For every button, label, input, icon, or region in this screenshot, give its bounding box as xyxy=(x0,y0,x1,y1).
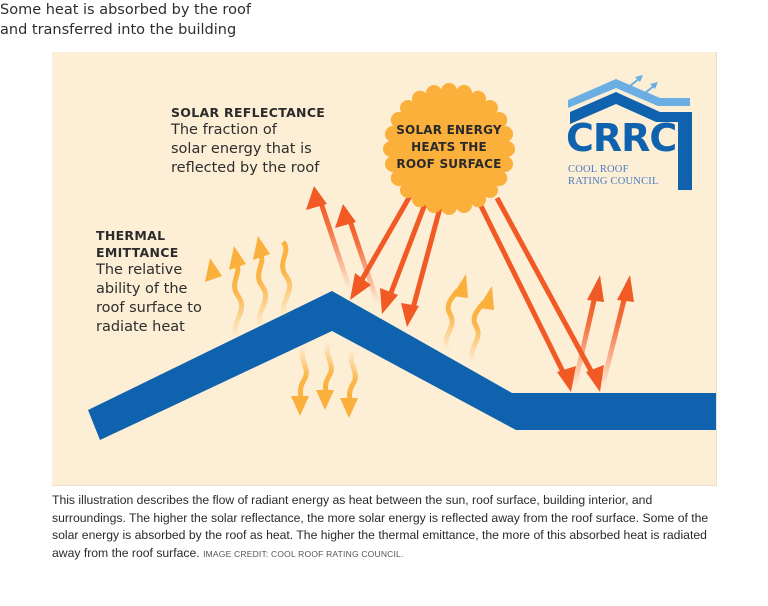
thermal-emittance-line: The relative xyxy=(96,262,183,278)
roof-shape xyxy=(88,291,716,440)
sun-scallop xyxy=(399,99,416,116)
heat-wave-arrow xyxy=(256,250,269,330)
sun-scallop xyxy=(399,182,416,199)
sun-scallop xyxy=(390,112,407,128)
arrow-head xyxy=(586,365,604,392)
solar-reflectance-line: The fraction of xyxy=(171,122,277,138)
arrow-head xyxy=(587,275,604,302)
sun-scallop xyxy=(384,156,401,173)
thermal-emittance-line: roof surface to xyxy=(96,300,202,316)
arrow-head xyxy=(291,396,309,416)
incoming-arrow xyxy=(409,207,443,313)
sun-label-line: SOLAR ENERGY xyxy=(396,123,502,137)
sun-label-line: ROOF SURFACE xyxy=(396,157,502,171)
sun-scallop xyxy=(482,99,499,116)
solar-reflectance-heading: SOLAR REFLECTANCE xyxy=(171,105,326,120)
absorbed-heat-label: Some heat is absorbed by the roof and tr… xyxy=(0,0,300,40)
heat-wave-arrow xyxy=(232,260,245,340)
reflected-arrow xyxy=(599,295,628,389)
emitted-heat-arrows-left xyxy=(232,240,293,340)
image-credit: IMAGE CREDIT: COOL ROOF RATING COUNCIL. xyxy=(203,548,404,559)
sun-scallop xyxy=(425,84,442,101)
registered-mark: ® xyxy=(679,175,691,189)
reflected-arrow xyxy=(571,295,598,389)
caption-text: This illustration describes the flow of … xyxy=(52,493,709,560)
sun-scallop xyxy=(499,141,515,157)
sun-scallop xyxy=(456,197,473,214)
logo-arrow-head xyxy=(635,75,643,82)
reflected-arrow xyxy=(317,199,353,291)
thermal-emittance-label: THERMAL EMITTANCE The relative ability o… xyxy=(96,227,256,337)
heat-wave-arrow xyxy=(297,344,309,400)
arrow-head xyxy=(617,275,634,302)
arrow-head xyxy=(306,186,327,210)
sun-scallop xyxy=(497,156,514,173)
arrow-head xyxy=(350,273,371,300)
sun-body xyxy=(391,91,507,207)
incoming-arrow xyxy=(357,194,413,285)
thermal-emittance-heading: EMITTANCE xyxy=(96,245,179,260)
sun-scallop xyxy=(491,112,508,128)
arrow-head xyxy=(205,258,222,282)
figure-caption: This illustration describes the flow of … xyxy=(52,492,722,563)
arrow-head xyxy=(335,204,356,228)
sun-scallop xyxy=(470,90,486,107)
thermal-emittance-line: radiate heat xyxy=(96,319,185,335)
heat-wave-arrow xyxy=(469,300,487,364)
absorbed-heat-line: and transferred into the building xyxy=(0,22,237,38)
solar-reflectance-label: SOLAR REFLECTANCE The fraction of solar … xyxy=(171,104,351,178)
arrow-head xyxy=(253,236,270,260)
heat-wave-arrow xyxy=(322,340,334,396)
arrow-head xyxy=(380,288,398,314)
reflected-arrows-flat xyxy=(571,275,634,389)
sun-scallop xyxy=(412,191,428,208)
sun-icon xyxy=(383,83,515,215)
sun-scallop xyxy=(491,170,508,186)
sun-scallop xyxy=(390,170,407,186)
thermal-emittance-line: ability of the xyxy=(96,281,188,297)
solar-reflectance-line: solar energy that is xyxy=(171,141,312,157)
crrc-logo xyxy=(568,75,692,190)
reflected-arrow xyxy=(346,217,381,305)
incoming-arrow xyxy=(478,204,570,382)
reflected-arrows-peak xyxy=(306,186,381,305)
sun-scallop xyxy=(456,84,473,101)
arrow-head xyxy=(229,246,246,270)
sun-label-line: HEATS THE xyxy=(411,140,487,154)
logo-arrow-head xyxy=(650,82,658,89)
arrow-head xyxy=(316,390,334,410)
sun-scallop xyxy=(441,83,457,99)
arrow-head xyxy=(452,274,468,298)
sun-label: SOLAR ENERGY HEATS THE ROOF SURFACE xyxy=(389,122,509,173)
sun-scallop xyxy=(482,182,499,199)
heat-wave-arrow xyxy=(443,288,461,352)
logo-text-line1: COOL ROOF xyxy=(568,164,629,175)
heat-wave-arrow xyxy=(280,240,293,320)
incoming-arrow xyxy=(494,196,599,382)
arrow-head xyxy=(401,303,419,327)
heat-wave-arrow xyxy=(346,348,358,404)
sun-scallop xyxy=(497,125,514,142)
sun-scallop xyxy=(470,191,486,208)
logo-roof-light xyxy=(568,79,690,108)
arrow-head xyxy=(478,286,494,310)
logo-text-line2: RATING COUNCIL xyxy=(568,176,659,187)
absorbed-heat-line: Some heat is absorbed by the roof xyxy=(0,2,251,18)
arrow-head xyxy=(557,366,576,392)
arrow-head xyxy=(340,398,358,418)
emitted-heat-arrows-right xyxy=(443,288,487,364)
incoming-solar-arrows xyxy=(357,194,599,382)
sun-scallop xyxy=(425,197,442,214)
thermal-emittance-heading: THERMAL xyxy=(96,228,166,243)
logo-wordmark: CRRC xyxy=(566,116,677,160)
sun-scallop xyxy=(412,90,428,107)
sun-scallop xyxy=(441,199,457,215)
sun-scallop xyxy=(383,141,399,157)
solar-reflectance-line: reflected by the roof xyxy=(171,160,320,176)
sun-scallop xyxy=(384,125,401,142)
incoming-arrow xyxy=(386,203,428,299)
logo-house-frame xyxy=(570,92,692,190)
